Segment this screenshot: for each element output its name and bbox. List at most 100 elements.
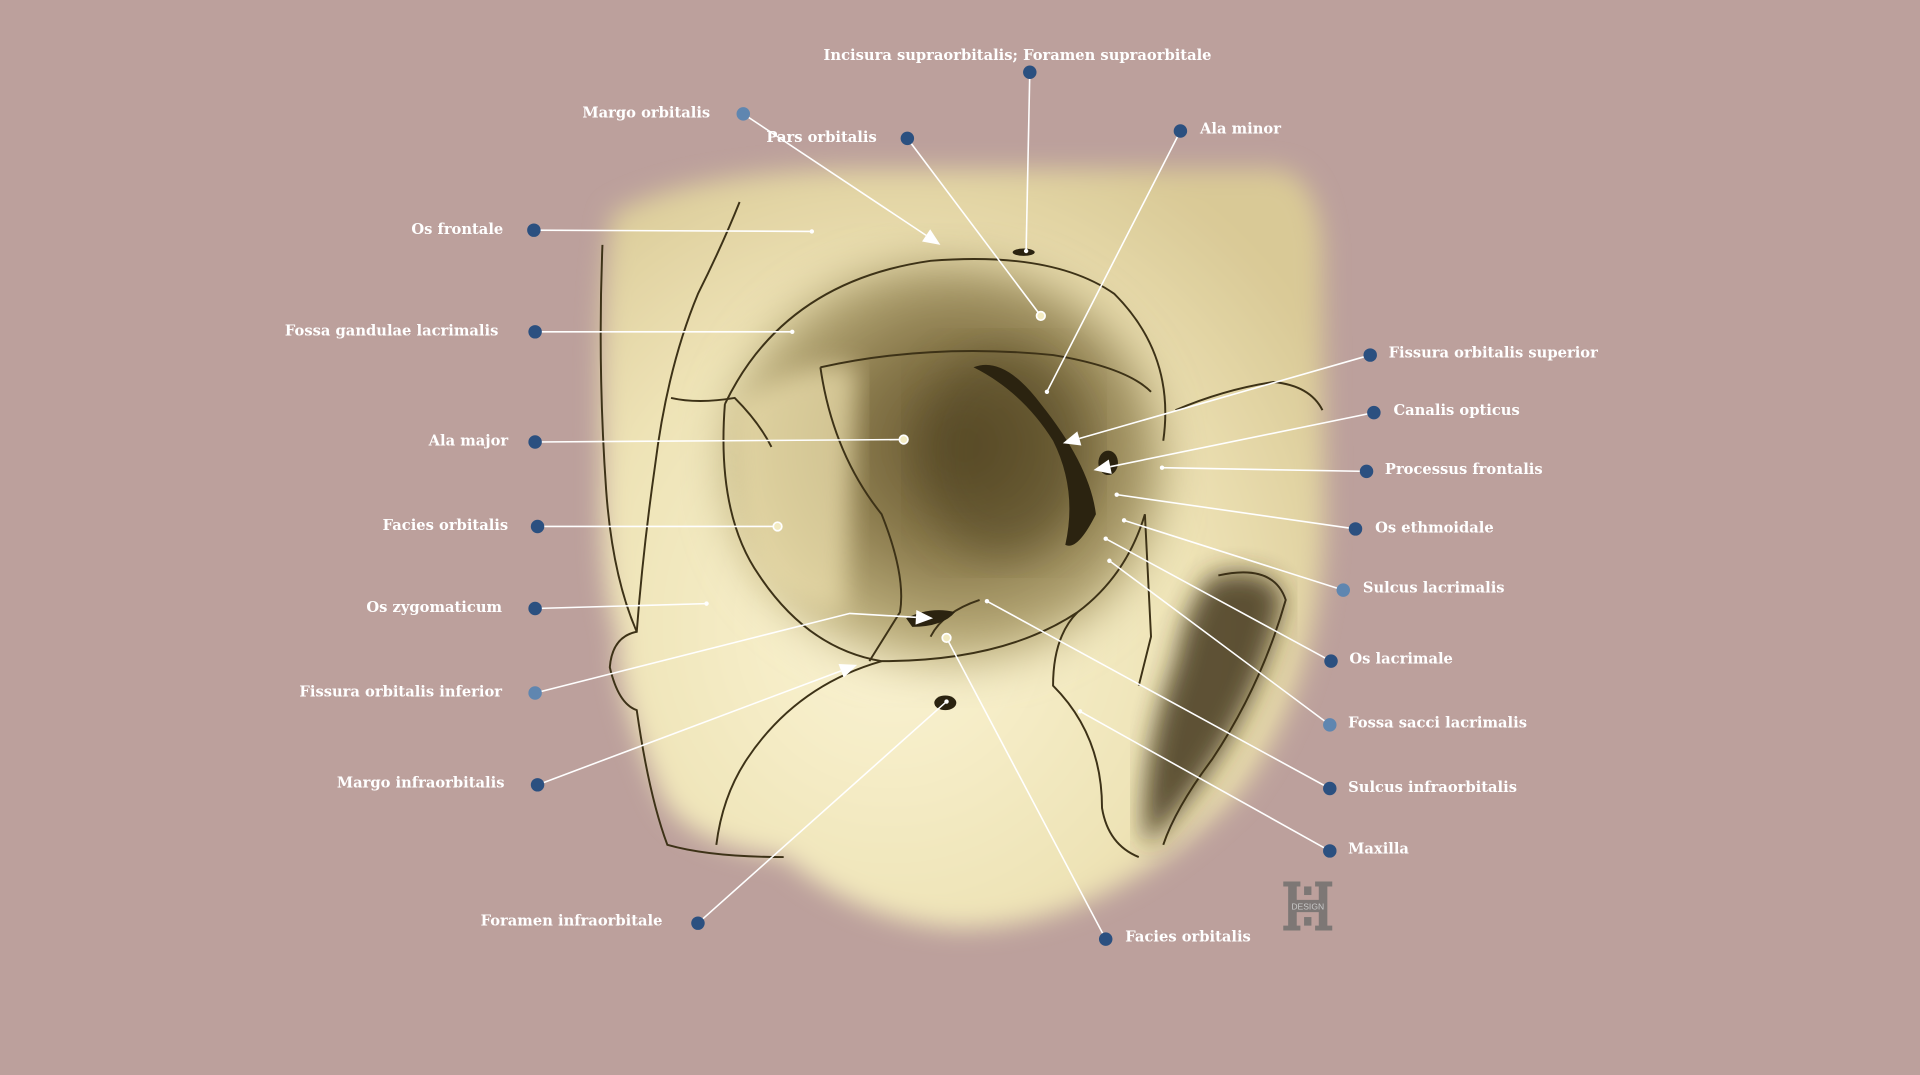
marker-dot-icon[interactable] (528, 325, 542, 339)
callout-label: Ala major (428, 433, 509, 450)
marker-dot-icon[interactable] (1359, 464, 1374, 479)
callout-label: Maxilla (1348, 840, 1409, 857)
nasal-cavity-shadow (1144, 572, 1284, 845)
leader-line (1079, 354, 1371, 440)
arrowhead-icon (922, 229, 941, 245)
callout-label: Facies orbitalis (383, 517, 509, 534)
leader-line (534, 612, 916, 694)
callout: Margo infraorbitalis (337, 663, 858, 792)
marker-dot-icon[interactable] (528, 686, 542, 700)
target-point-icon (984, 598, 990, 604)
target-ring-icon (898, 434, 909, 445)
marker-dot-icon[interactable] (1323, 844, 1337, 858)
callout-label: Margo orbitalis (582, 105, 710, 122)
marker-dot-icon[interactable] (1323, 781, 1337, 796)
callout: Fossa sacci lacrimalis (1107, 558, 1527, 732)
callout: Fossa gandulae lacrimalis (285, 322, 795, 339)
marker-dot-icon[interactable] (528, 601, 542, 616)
leader-line (1123, 519, 1344, 591)
callout-label: Sulcus infraorbitalis (1348, 779, 1517, 796)
callout: Canalis opticus (1093, 402, 1520, 474)
leader-line (1025, 72, 1031, 252)
marker-dot-icon[interactable] (530, 519, 545, 534)
marker-dot-icon[interactable] (1324, 654, 1338, 668)
callout-label: Ala minor (1199, 120, 1281, 137)
target-point-icon (1121, 518, 1127, 523)
marker-dot-icon[interactable] (1023, 65, 1037, 79)
callout-label: Fossa gandulae lacrimalis (285, 322, 498, 339)
leader-line (697, 700, 948, 924)
leader-line (533, 229, 812, 233)
callout-label: Incisura supraorbitalis; Foramen supraor… (824, 47, 1212, 64)
leader-line (537, 670, 842, 786)
arrowhead-icon (1062, 431, 1082, 446)
callout: Ala major (428, 433, 909, 450)
target-point-icon (1103, 536, 1108, 541)
superior-orbital-fissure (973, 364, 1096, 546)
callouts: Incisura supraorbitalis; Foramen supraor… (285, 47, 1598, 946)
marker-dot-icon[interactable] (1367, 405, 1381, 420)
callout: Maxilla (1077, 709, 1409, 858)
target-point-icon (1114, 492, 1119, 497)
target-point-icon (1107, 558, 1112, 563)
marker-dot-icon[interactable] (530, 778, 545, 792)
callout: Facies orbitalis (383, 517, 783, 534)
callout: Ala minor (1044, 120, 1281, 395)
callout: Incisura supraorbitalis; Foramen supraor… (824, 47, 1212, 254)
callout: Processus frontalis (1159, 461, 1543, 479)
target-point-icon (790, 329, 795, 335)
arrowhead-icon (1093, 459, 1112, 474)
bone-outlines (599, 201, 1324, 859)
leader-line (906, 137, 1042, 317)
callout-label: Processus frontalis (1385, 461, 1543, 478)
marker-dot-icon[interactable] (528, 435, 542, 449)
marker-dot-icon[interactable] (1363, 348, 1377, 362)
callout-label: Sulcus lacrimalis (1363, 580, 1505, 597)
lateral-wall (733, 364, 858, 613)
callout: Sulcus lacrimalis (1121, 518, 1505, 597)
leader-line (1105, 538, 1332, 662)
target-point-icon (704, 601, 709, 606)
leader-line (1079, 710, 1331, 852)
supraorbital-foramen (1012, 248, 1035, 256)
h-design-logo: DESIGN (1283, 881, 1333, 931)
callout-label: Os frontale (411, 221, 503, 238)
callout: Os ethmoidale (1114, 492, 1494, 537)
leader-line (1046, 130, 1182, 393)
leader-line (1108, 560, 1331, 726)
leader-line (535, 602, 707, 610)
target-point-icon (1023, 248, 1029, 254)
marker-dot-icon[interactable] (1323, 718, 1337, 732)
target-ring-icon (772, 521, 783, 532)
marker-dot-icon[interactable] (736, 107, 750, 121)
callout: Pars orbitalis (766, 129, 1046, 322)
callout: Os zygomaticum (366, 599, 709, 616)
target-ring-icon (941, 632, 952, 644)
marker-dot-icon[interactable] (691, 916, 705, 930)
marker-dot-icon[interactable] (900, 131, 915, 146)
marker-dot-icon[interactable] (1348, 522, 1363, 536)
marker-dot-icon[interactable] (1173, 124, 1188, 138)
callout: Fissura orbitalis superior (1062, 345, 1599, 446)
callout-label: Fissura orbitalis inferior (299, 684, 502, 701)
marker-dot-icon[interactable] (1098, 932, 1113, 946)
marker-dot-icon[interactable] (1336, 583, 1350, 597)
callout: Os lacrimale (1103, 536, 1453, 668)
target-point-icon (1159, 465, 1165, 470)
callout-label: Margo infraorbitalis (337, 774, 505, 791)
callout-label: Fissura orbitalis superior (1389, 345, 1599, 362)
callout: Os frontale (411, 221, 815, 238)
callout: Fissura orbitalis inferior (299, 609, 934, 701)
callout: Margo orbitalis (582, 105, 941, 245)
target-point-icon (944, 699, 949, 704)
callout-label: Os ethmoidale (1375, 520, 1494, 537)
arrowhead-icon (915, 609, 934, 625)
leader-line (986, 600, 1331, 790)
marker-dot-icon[interactable] (527, 223, 541, 237)
orbit-apex (918, 348, 1090, 558)
callout: Sulcus infraorbitalis (984, 598, 1517, 796)
leader-line (1162, 466, 1367, 473)
leader-line (742, 113, 927, 237)
callout-label: Facies orbitalis (1125, 929, 1251, 946)
callout-label: Canalis opticus (1393, 402, 1519, 419)
